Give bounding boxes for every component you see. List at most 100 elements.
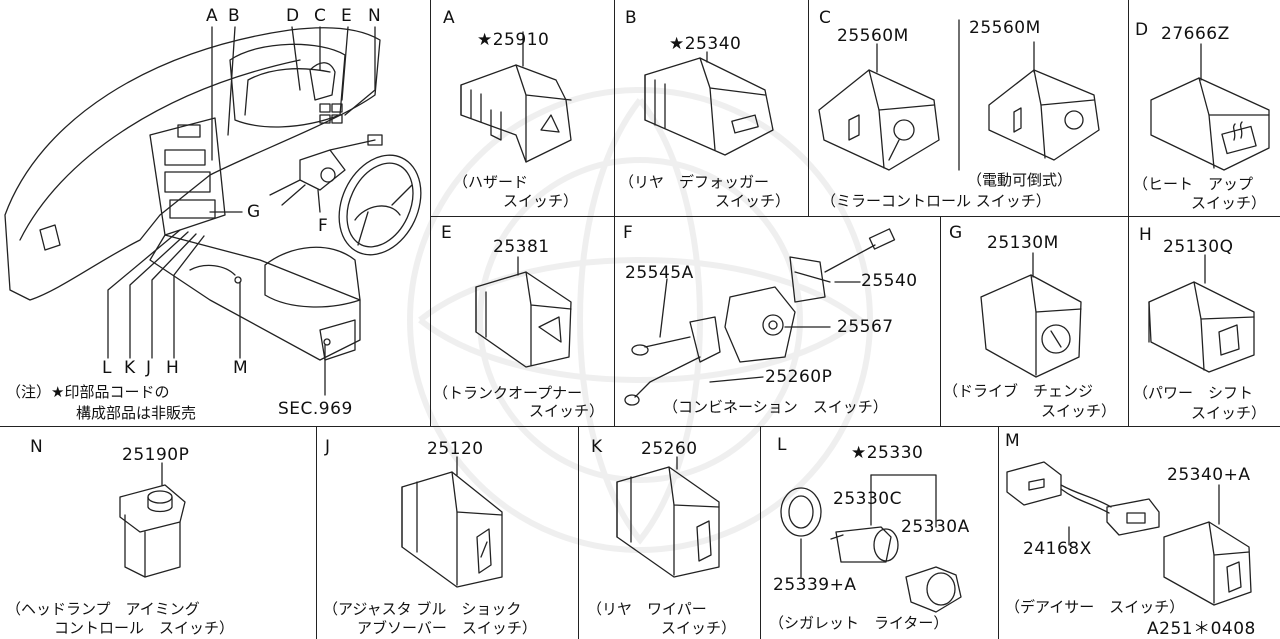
panel-letter: D	[1135, 20, 1149, 40]
heat-up-switch-drawing	[1150, 43, 1270, 171]
panel-l: L ★25330 25330C 25330A 25339+A （シガレット ライ…	[761, 427, 998, 639]
panel-letter: H	[1139, 225, 1152, 245]
callout-d: D	[286, 6, 300, 26]
caption-line-1: （ヒート アップ	[1133, 175, 1254, 193]
panel-m: M 25340+A 24168X （デアイサー スイッチ） A251＊0408	[999, 427, 1280, 639]
caption-line-1: （パワー シフト	[1133, 384, 1254, 402]
note-line-2: 構成部品は非販売	[76, 404, 197, 422]
panel-e: E 25381 （トランクオープナー スイッチ）	[431, 217, 614, 426]
caption-line-2: スイッチ）	[1191, 404, 1267, 422]
callout-e: E	[341, 6, 352, 26]
part-number-4: 25339+A	[773, 575, 857, 595]
caption-line-2: スイッチ）	[661, 619, 737, 637]
callout-j: J	[146, 358, 152, 378]
section-ref: SEC.969	[278, 399, 353, 419]
divider	[760, 426, 761, 639]
mirror-control-switch-drawing	[818, 19, 1100, 171]
panel-letter: G	[949, 223, 963, 243]
panel-letter: M	[1005, 431, 1020, 451]
part-number-1: ★25330	[851, 443, 924, 463]
panel-letter: L	[777, 435, 787, 455]
callout-l: L	[102, 358, 112, 378]
callout-c: C	[314, 6, 326, 26]
overview-panel: A B D C E N G F L K J H M （注）★印部品コードの 構成…	[0, 0, 430, 426]
panel-b: B ★25340 （リヤ デフォッガー スイッチ）	[615, 0, 808, 216]
caption-line-2: コントロール スイッチ）	[54, 619, 235, 637]
watermark-emblem	[407, 87, 873, 553]
panel-letter: C	[819, 8, 831, 28]
callout-k: K	[124, 358, 136, 378]
panel-h: H 25130Q （パワー シフト スイッチ）	[1129, 217, 1280, 426]
drive-change-switch-drawing	[980, 252, 1082, 378]
power-shift-switch-drawing	[1148, 254, 1255, 373]
panel-letter: K	[591, 437, 603, 457]
caption: （ミラーコントロール スイッチ）	[821, 192, 1051, 210]
cigarette-lighter-drawing	[780, 474, 962, 613]
caption: （デアイサー スイッチ）	[1005, 598, 1185, 616]
divider	[1128, 0, 1129, 216]
headlamp-aiming-switch-drawing	[119, 462, 186, 578]
caption-line-2: スイッチ）	[503, 192, 579, 210]
part-number: 25190P	[122, 445, 190, 465]
panel-n: N 25190P （ヘッドランプ アイミング コントロール スイッチ）	[0, 427, 316, 639]
hazard-switch-drawing	[460, 31, 572, 163]
part-number-4: 25260P	[765, 367, 833, 387]
panel-f: F 25545A 25540 25567 25260P （コンビネーション スイ…	[615, 217, 940, 426]
panel-k: K 25260 （リヤ ワイパー スイッチ）	[579, 427, 760, 639]
divider	[998, 426, 999, 639]
caption: （シガレット ライター）	[769, 614, 949, 632]
adjustable-shock-switch-drawing	[401, 456, 503, 588]
callout-g: G	[247, 202, 261, 222]
dashboard-drawing	[4, 26, 422, 396]
note-line-1: （注）★印部品コードの	[6, 383, 170, 401]
part-number-1: 25340+A	[1167, 465, 1251, 485]
divider	[614, 0, 615, 216]
trunk-opener-switch-drawing	[475, 256, 572, 368]
part-number: 25130M	[987, 233, 1059, 253]
caption-line-1: （ヘッドランプ アイミング	[6, 600, 200, 618]
panel-letter: N	[30, 437, 43, 457]
caption-line-1: （アジャスタ ブル ショック	[323, 600, 522, 618]
caption-small: （電動可倒式）	[967, 171, 1073, 189]
caption-line-2: アブソーバー スイッチ）	[357, 619, 537, 637]
panel-a: A ★25910 （ハザード スイッチ）	[431, 0, 614, 216]
part-number-2: 25330C	[833, 489, 902, 509]
callout-b: B	[228, 6, 240, 26]
part-number-2: 25560M	[969, 18, 1041, 38]
panel-g: G 25130M （ドライブ チェンジ スイッチ）	[941, 217, 1128, 426]
caption-line-2: スイッチ）	[1191, 194, 1267, 212]
part-number-1: 25545A	[625, 263, 694, 283]
divider	[430, 216, 1280, 217]
caption-line-2: スイッチ）	[715, 192, 791, 210]
panel-letter: B	[625, 8, 637, 28]
caption-line-1: （リヤ デフォッガー	[619, 173, 770, 191]
rear-defogger-switch-drawing	[644, 51, 774, 156]
panel-letter: E	[441, 223, 452, 243]
caption-line-2: スイッチ）	[529, 402, 605, 420]
callout-h: H	[166, 358, 179, 378]
divider	[1128, 216, 1129, 426]
part-number-2: 24168X	[1023, 539, 1092, 559]
part-number: 25260	[641, 439, 698, 459]
divider	[808, 0, 809, 216]
part-number: 25130Q	[1163, 237, 1234, 257]
divider	[0, 426, 1280, 427]
panel-letter: A	[443, 8, 455, 28]
callout-n: N	[368, 6, 381, 26]
panel-c: C 25560M 25560M （電動可倒式） （ミラーコントロール スイッチ）	[809, 0, 1128, 216]
diagram-code: A251＊0408	[1147, 619, 1256, 639]
callout-a: A	[206, 6, 218, 26]
callout-m: M	[233, 358, 248, 378]
panel-letter: F	[623, 223, 633, 243]
part-number: 27666Z	[1161, 24, 1230, 44]
part-number-3: 25330A	[901, 517, 970, 537]
divider	[578, 426, 579, 639]
caption-line-1: （ドライブ チェンジ	[943, 382, 1094, 400]
rear-wiper-switch-drawing	[616, 456, 720, 578]
panel-letter: J	[325, 437, 331, 457]
caption-line-2: スイッチ）	[1041, 402, 1117, 420]
combination-switch-drawing	[624, 228, 896, 406]
part-number: 25381	[493, 237, 550, 257]
part-number: ★25340	[669, 34, 742, 54]
divider	[614, 216, 615, 426]
